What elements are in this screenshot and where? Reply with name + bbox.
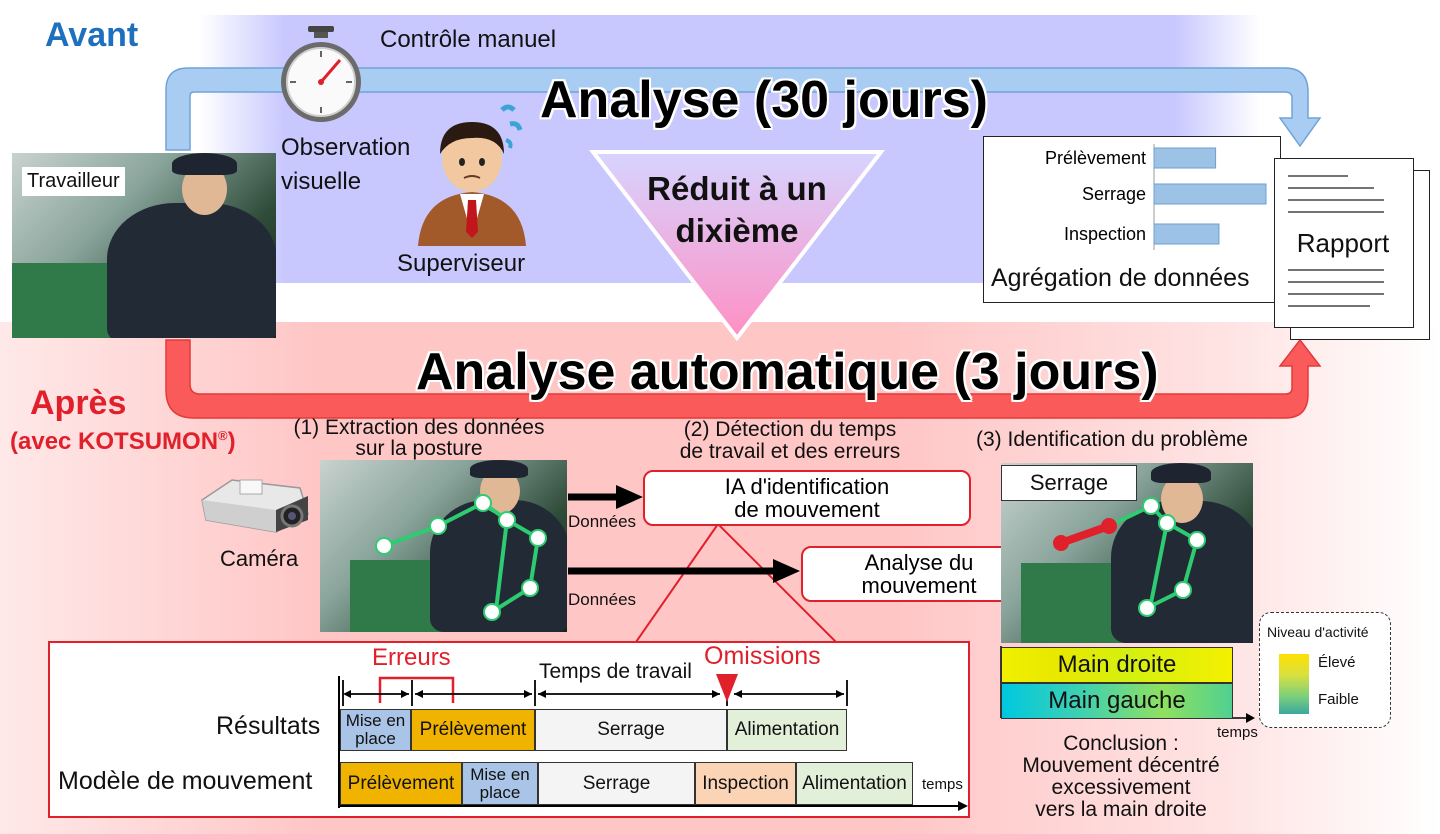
aggregation-bar [1153,183,1267,205]
results-segment: Serrage [535,709,727,751]
after-title: Analyse automatique (3 jours) [416,343,1159,401]
after-label: Après [30,384,127,422]
worker-label: Travailleur [22,167,125,196]
before-title: Analyse (30 jours) [540,71,988,129]
aggregation-title: Agrégation de données [991,264,1250,292]
before-arrow [165,67,1322,151]
results-row-label: Résultats [216,712,321,740]
before-label: Avant [45,16,139,54]
aggregation-bar-label: Prélèvement [1045,148,1146,168]
aggregation-bar [1153,223,1220,245]
activity-gradient [1279,654,1309,714]
after-arrow [165,338,1322,419]
visual-observation-label: Observation visuelle [281,134,411,195]
activity-legend-title: Niveau d'activité [1267,624,1369,640]
data-label-1: Données [568,512,637,531]
supervisor-label: Superviseur [397,250,526,277]
work-time-label: Temps de travail [539,660,692,683]
results-segment: Prélèvement [411,709,535,751]
omissions-label: Omissions [704,642,821,670]
activity-low-label: Faible [1318,691,1359,708]
model-segment: Alimentation [796,762,913,805]
data-label-2: Données [568,590,637,609]
stopwatch-icon [281,26,361,122]
model-segment: Serrage [538,762,695,805]
reduction-triangle [588,150,886,342]
hand-time-label: temps [1217,724,1258,741]
step2-label: (2) Détection du temps de travail et des… [679,418,901,463]
manual-check-label: Contrôle manuel [380,26,557,53]
supervisor-icon [418,104,526,246]
results-segment: Alimentation [727,709,847,751]
aggregation-bar [1153,147,1217,169]
errors-label: Erreurs [372,644,451,671]
report-label: Rapport [1296,228,1390,258]
overlay-serrage-label: Serrage [1001,465,1137,501]
reduction-label: Réduit à un dixième [647,170,827,249]
skeleton-overlay [375,494,547,621]
conclusion-text: Conclusion : Mouvement décentré excessiv… [1022,732,1220,821]
camera-icon [201,479,309,533]
motion-analysis-box: Analyse du mouvement [801,546,1037,602]
aggregation-bar-label: Serrage [1082,184,1146,204]
data-aggregation-panel [983,136,1281,303]
problem-skeleton-overlay [1053,497,1206,617]
report-page [1274,158,1414,328]
ai-identification-box: IA d'identification de mouvement [643,470,971,526]
timeline-time-label: temps [922,776,963,793]
model-segment: Inspection [695,762,796,805]
left-hand-bar: Main gauche [1001,683,1233,719]
step1-label: (1) Extraction des données sur la postur… [293,416,545,460]
model-row-label: Modèle de mouvement [58,767,313,795]
report-lines [1288,175,1384,307]
aggregation-bar-label: Inspection [1064,224,1146,244]
step3-label: (3) Identification du problème [976,428,1248,451]
camera-label: Caméra [220,546,299,571]
model-segment: Prélèvement [340,762,462,805]
right-hand-bar: Main droite [1001,647,1233,683]
activity-high-label: Élevé [1318,654,1356,671]
kotsumon-label: (avec KOTSUMON®) [10,428,236,455]
